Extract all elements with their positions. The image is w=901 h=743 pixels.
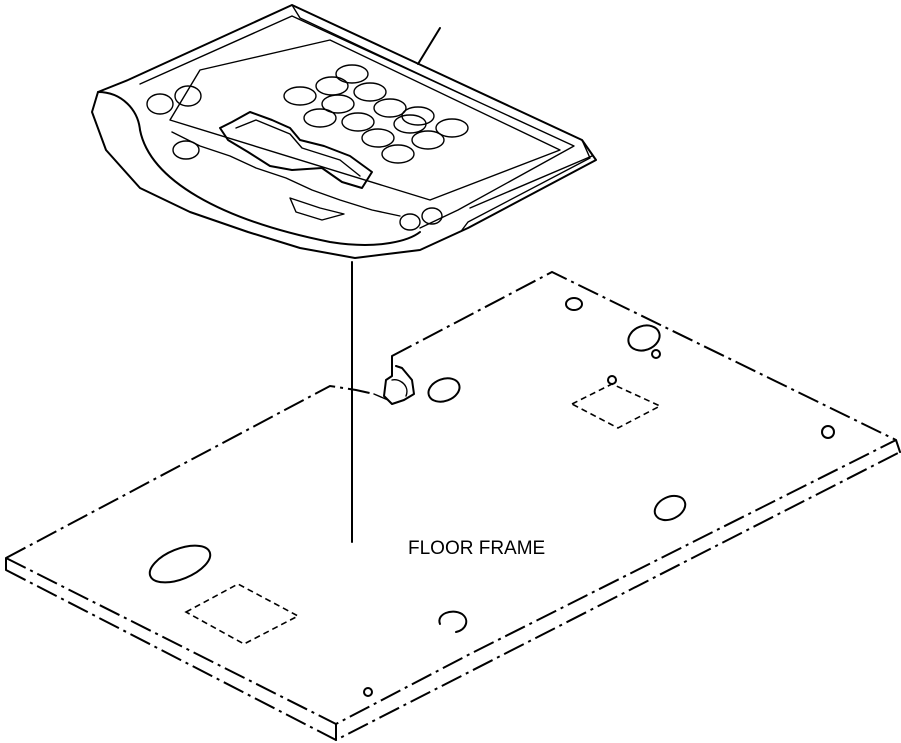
floor-mat bbox=[91, 4, 597, 259]
mat-front-lip bbox=[97, 91, 421, 246]
mat-inner-rim bbox=[139, 15, 575, 229]
frame-square-opening-left bbox=[184, 583, 300, 645]
frame-oval-right bbox=[627, 324, 661, 352]
frame-top-outline bbox=[5, 384, 375, 559]
mat-pedal-cutout-inner bbox=[235, 119, 361, 177]
floor-frame-label: FLOOR FRAME bbox=[408, 538, 545, 559]
frame-oval-lower-right bbox=[653, 494, 687, 522]
frame-small-hole-front bbox=[363, 687, 373, 697]
frame-right-corner bbox=[895, 439, 901, 453]
frame-small-hole bbox=[651, 349, 661, 359]
frame-bracket bbox=[383, 355, 415, 405]
frame-front-edge bbox=[5, 439, 897, 726]
frame-hole-top-left bbox=[565, 297, 583, 311]
frame-back-edge bbox=[391, 270, 897, 441]
frame-hole-right bbox=[821, 425, 835, 439]
mat-back-step bbox=[291, 4, 471, 99]
frame-oval-center bbox=[427, 377, 461, 403]
mat-pad-panel bbox=[169, 39, 561, 201]
frame-pin-hole bbox=[607, 375, 617, 385]
mat-side-bead bbox=[469, 155, 593, 209]
mat-lower-recess bbox=[171, 131, 401, 217]
mat-outline bbox=[91, 4, 597, 259]
frame-square-opening-right bbox=[570, 383, 662, 429]
floor-frame: FLOOR FRAME bbox=[5, 270, 901, 742]
frame-oval-left bbox=[148, 544, 212, 584]
mat-step-right bbox=[289, 197, 345, 221]
mat-right-edge bbox=[461, 139, 591, 231]
mat-pedal-cutout bbox=[219, 111, 373, 189]
frame-bottom-edge bbox=[5, 451, 901, 742]
frame-bracket-inner bbox=[391, 379, 408, 397]
frame-bracket-edge bbox=[373, 393, 389, 401]
mat-pads bbox=[146, 64, 469, 231]
frame-hole-front bbox=[438, 610, 468, 633]
mat-leader-line bbox=[417, 27, 441, 65]
